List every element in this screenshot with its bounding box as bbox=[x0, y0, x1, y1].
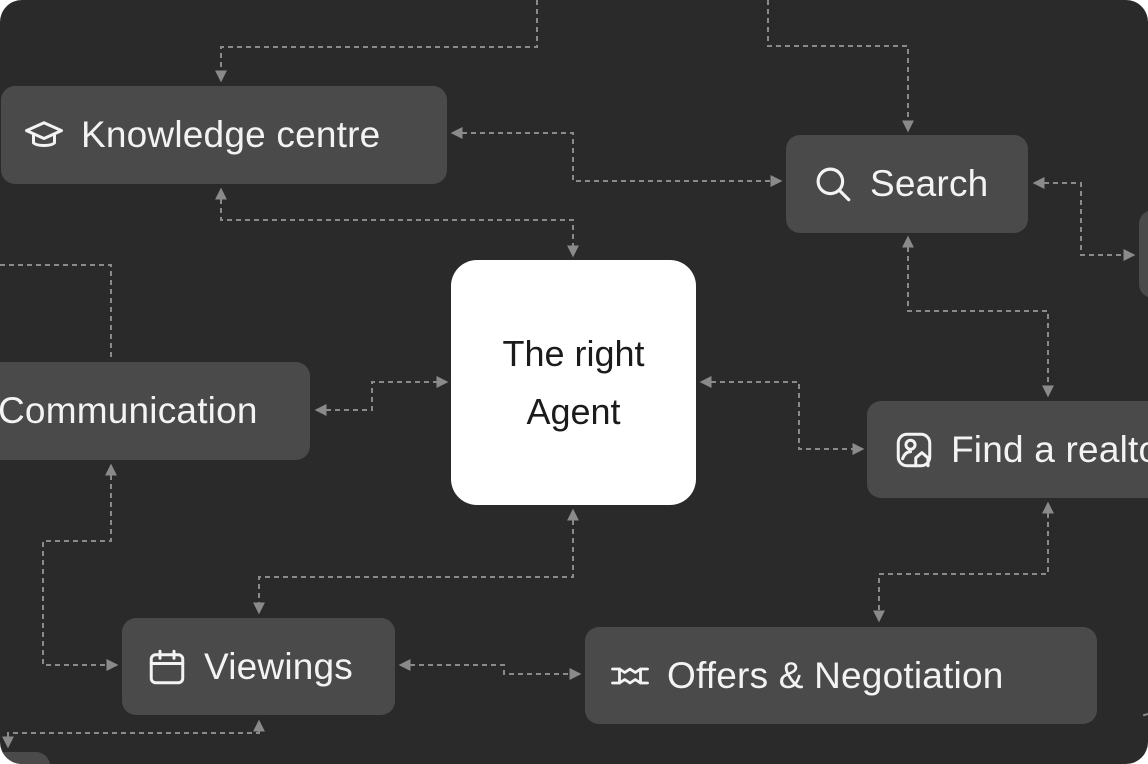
node-find-a-realtor[interactable]: Find a realtor bbox=[867, 401, 1148, 498]
node-label: Search bbox=[870, 163, 989, 204]
node-search[interactable]: Search bbox=[786, 135, 1028, 233]
node-offers-negotiation[interactable]: Offers & Negotiation bbox=[585, 627, 1097, 724]
graduation-cap-icon bbox=[21, 112, 67, 158]
connector-center-viewings bbox=[253, 508, 579, 615]
node-partial-bottom-left bbox=[0, 752, 50, 764]
node-label: Communication bbox=[0, 390, 258, 431]
node-label: Find a realtor bbox=[951, 428, 1148, 470]
connector-search-realtor bbox=[902, 235, 1054, 398]
node-label: Knowledge centre bbox=[81, 114, 381, 155]
node-communication[interactable]: Communication bbox=[0, 362, 310, 460]
connector-knowledge-center bbox=[215, 187, 579, 258]
center-line-1: The right bbox=[502, 332, 645, 374]
connector-top-search bbox=[767, 0, 914, 133]
connector-center-realtor bbox=[699, 376, 865, 455]
center-line-2: Agent bbox=[526, 390, 621, 432]
connector-offers-right bbox=[1140, 713, 1148, 717]
connector-knowledge-search bbox=[450, 127, 783, 187]
node-partial-right-top bbox=[1139, 210, 1148, 298]
connector-communication-viewings bbox=[42, 463, 119, 671]
center-node-the-right-agent[interactable]: The right Agent bbox=[451, 260, 696, 505]
connector-top-knowledge bbox=[215, 0, 538, 83]
calendar-icon bbox=[144, 644, 190, 690]
connector-viewings-offers bbox=[398, 659, 582, 680]
connector-search-right bbox=[1032, 177, 1136, 261]
handshake-icon bbox=[607, 653, 653, 699]
connector-viewings-bottom bbox=[2, 719, 265, 749]
connector-communication-center bbox=[314, 376, 449, 416]
connector-left-communication bbox=[0, 264, 112, 358]
node-label: Viewings bbox=[204, 645, 354, 687]
user-home-icon bbox=[891, 427, 937, 473]
node-knowledge-centre[interactable]: Knowledge centre bbox=[1, 86, 447, 184]
node-viewings[interactable]: Viewings bbox=[122, 618, 395, 715]
connector-realtor-offers bbox=[873, 501, 1054, 623]
node-label: Offers & Negotiation bbox=[667, 654, 1004, 696]
search-icon bbox=[810, 161, 856, 207]
